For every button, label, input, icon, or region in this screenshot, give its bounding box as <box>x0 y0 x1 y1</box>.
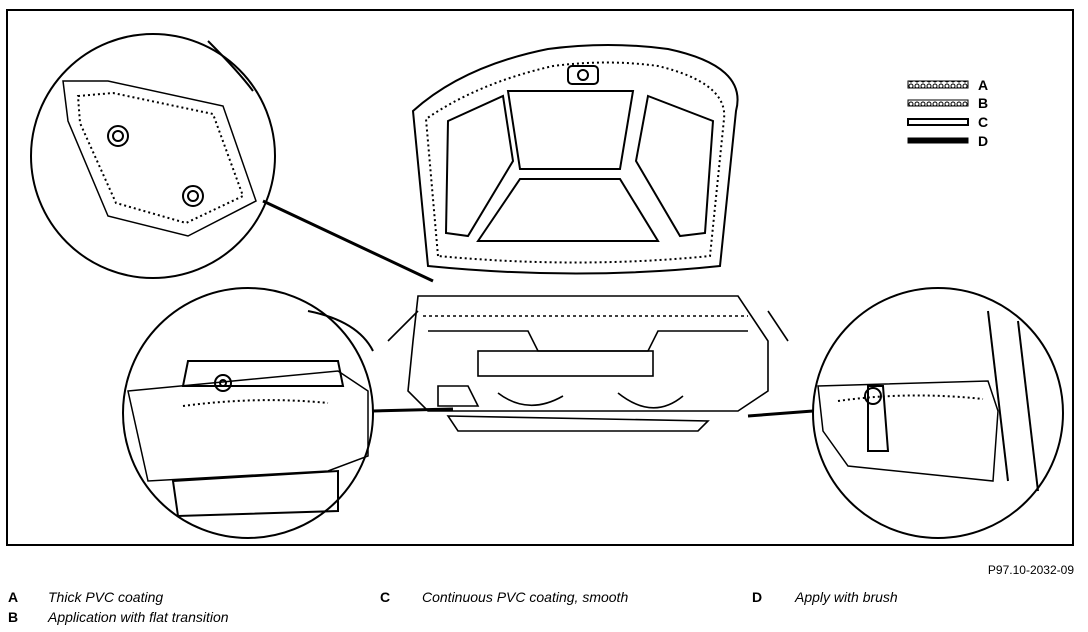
legend-letter-c: C <box>978 114 988 130</box>
figure-frame: A B C D <box>6 9 1074 546</box>
caption-key-d: D <box>752 589 763 605</box>
detail-circle-bottom-right <box>747 287 1064 539</box>
caption-key-a: A <box>8 589 19 605</box>
caption-key-b: B <box>8 609 19 625</box>
figure-reference: P97.10-2032-09 <box>987 563 1074 577</box>
caption-text-a: Thick PVC coating <box>48 589 164 605</box>
detail-circle-top-left <box>30 33 434 283</box>
legend-line-b <box>907 99 969 107</box>
hood-sealing-illustration: A B C D <box>30 33 1064 539</box>
engine-hood <box>411 44 739 275</box>
legend-line-c <box>907 118 969 126</box>
caption-text-b: Application with flat transition <box>48 609 229 625</box>
legend-letter-d: D <box>978 133 988 149</box>
caption-text-d: Apply with brush <box>795 589 898 605</box>
caption-key-c: C <box>380 589 391 605</box>
coating-legend: A B C D <box>907 77 988 149</box>
legend-line-a <box>907 80 969 89</box>
legend-letter-a: A <box>978 77 988 93</box>
engine-bay <box>387 295 789 432</box>
legend-line-d <box>907 137 969 144</box>
legend-letter-b: B <box>978 95 988 111</box>
detail-circle-bottom-left <box>122 287 454 539</box>
caption-text-c: Continuous PVC coating, smooth <box>422 589 629 605</box>
